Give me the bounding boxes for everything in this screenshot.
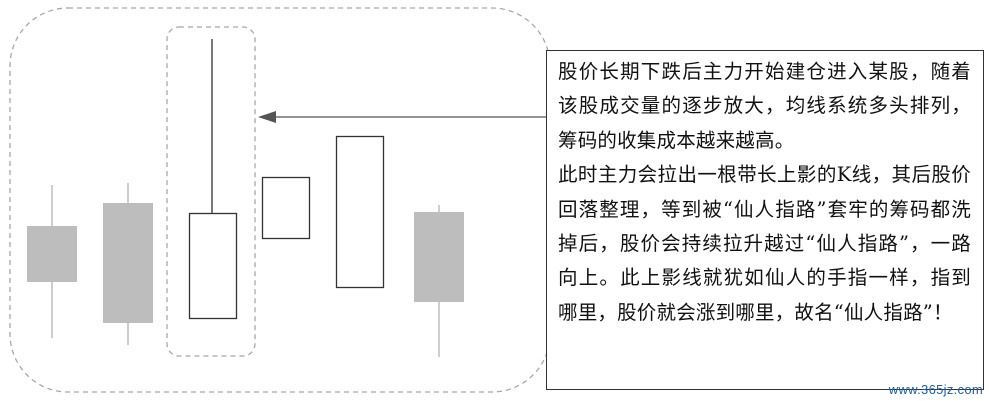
candle-5-body xyxy=(335,135,385,289)
candle-4-body xyxy=(261,176,311,240)
watermark: www.365jz.com xyxy=(888,382,983,397)
candle-2 xyxy=(103,183,153,345)
candle-1 xyxy=(27,185,77,338)
description-box: 股价长期下跌后主力开始建仓进入某股，随着该股成交量的逐步放大，均线系统多头排列，… xyxy=(546,50,984,390)
pointer-arrow-head xyxy=(258,111,276,123)
candle-6 xyxy=(414,205,464,357)
candle-6-body xyxy=(414,212,464,302)
candle-3-body xyxy=(188,212,238,320)
description-paragraph-2: 此时主力会拉出一根带长上影的K线，其后股价回落整理，等到被“仙人指路”套牢的筹码… xyxy=(558,163,971,324)
pointer-arrow xyxy=(258,111,546,123)
highlight-dashed-frame xyxy=(166,26,256,357)
candle-3-long-upper-shadow xyxy=(188,39,238,320)
description-paragraph-1: 股价长期下跌后主力开始建仓进入某股，随着该股成交量的逐步放大，均线系统多头排列，… xyxy=(558,60,971,152)
candle-1-body xyxy=(27,226,77,282)
candle-2-body xyxy=(103,203,153,323)
